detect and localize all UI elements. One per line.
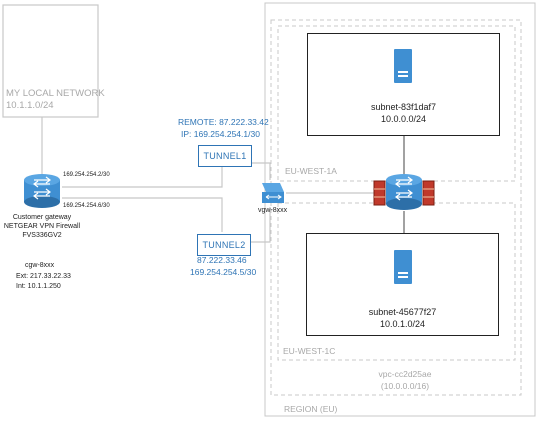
- az-c-frame: [277, 202, 516, 361]
- firewall-icon: [373, 180, 435, 206]
- vpc-cidr: (10.0.0.0/16): [380, 381, 430, 391]
- cgw-id: cgw-8xxx: [25, 262, 55, 269]
- tunnel2-remote-ip: 87.222.33.46: [197, 255, 247, 265]
- vpc-router-icon: [386, 174, 422, 210]
- subnet-1-name: subnet-83f1daf7: [370, 102, 437, 112]
- cgw-int-ip: Int: 10.1.1.250: [16, 283, 61, 290]
- subnet-2-cidr: 10.0.1.0/24: [379, 319, 426, 329]
- tunnel1-vgw-line: [250, 162, 271, 180]
- cgw-ext-ip: Ext: 217.33.22.33: [16, 273, 71, 280]
- local-network-frame: [2, 4, 99, 118]
- cgw-caption-line3: FVS336GV2: [22, 232, 62, 239]
- az-c-label: EU-WEST-1C: [283, 346, 336, 356]
- tunnel1-box[interactable]: TUNNEL1: [198, 145, 252, 167]
- customer-gateway-router-icon: [24, 174, 60, 208]
- local-network-cidr: 10.1.1.0/24: [6, 100, 54, 111]
- vgw-label: vgw-8xxx: [258, 207, 288, 214]
- tunnel2-box[interactable]: TUNNEL2: [197, 234, 251, 256]
- cgw-link2-ip: 169.254.254.6/30: [63, 203, 110, 209]
- tunnel1-inside-ip: IP: 169.254.254.1/30: [181, 129, 260, 139]
- tunnel2-vgw-line: [249, 207, 271, 243]
- cgw-link1-ip: 169.254.254.2/30: [63, 172, 110, 178]
- az-a-label: EU-WEST-1A: [285, 166, 337, 176]
- local-network-title: MY LOCAL NETWORK: [6, 88, 105, 99]
- cgw-caption-line1: Customer gateway: [12, 214, 72, 221]
- server-icon: [394, 49, 412, 83]
- vpc-frame: [270, 19, 522, 396]
- cgw-caption-line2: NETGEAR VPN Firewall: [3, 223, 81, 230]
- cgw-tunnel2-line: [62, 197, 223, 232]
- region-frame: [264, 2, 536, 417]
- subnet-card-1[interactable]: subnet-83f1daf7 10.0.0.0/24: [307, 33, 500, 136]
- subnet-1-cidr: 10.0.0.0/24: [380, 114, 427, 124]
- region-label: REGION (EU): [284, 404, 338, 414]
- subnet-card-2[interactable]: subnet-45677f27 10.0.1.0/24: [306, 233, 499, 336]
- subnet-2-name: subnet-45677f27: [368, 307, 437, 317]
- server-icon: [394, 250, 412, 284]
- tunnel1-remote-ip: REMOTE: 87.222.33.42: [178, 117, 269, 127]
- tunnel2-inside-ip: 169.254.254.5/30: [190, 267, 257, 277]
- vpc-id: vpc-cc2d25ae: [378, 369, 432, 379]
- vpn-gateway-icon: [262, 183, 284, 203]
